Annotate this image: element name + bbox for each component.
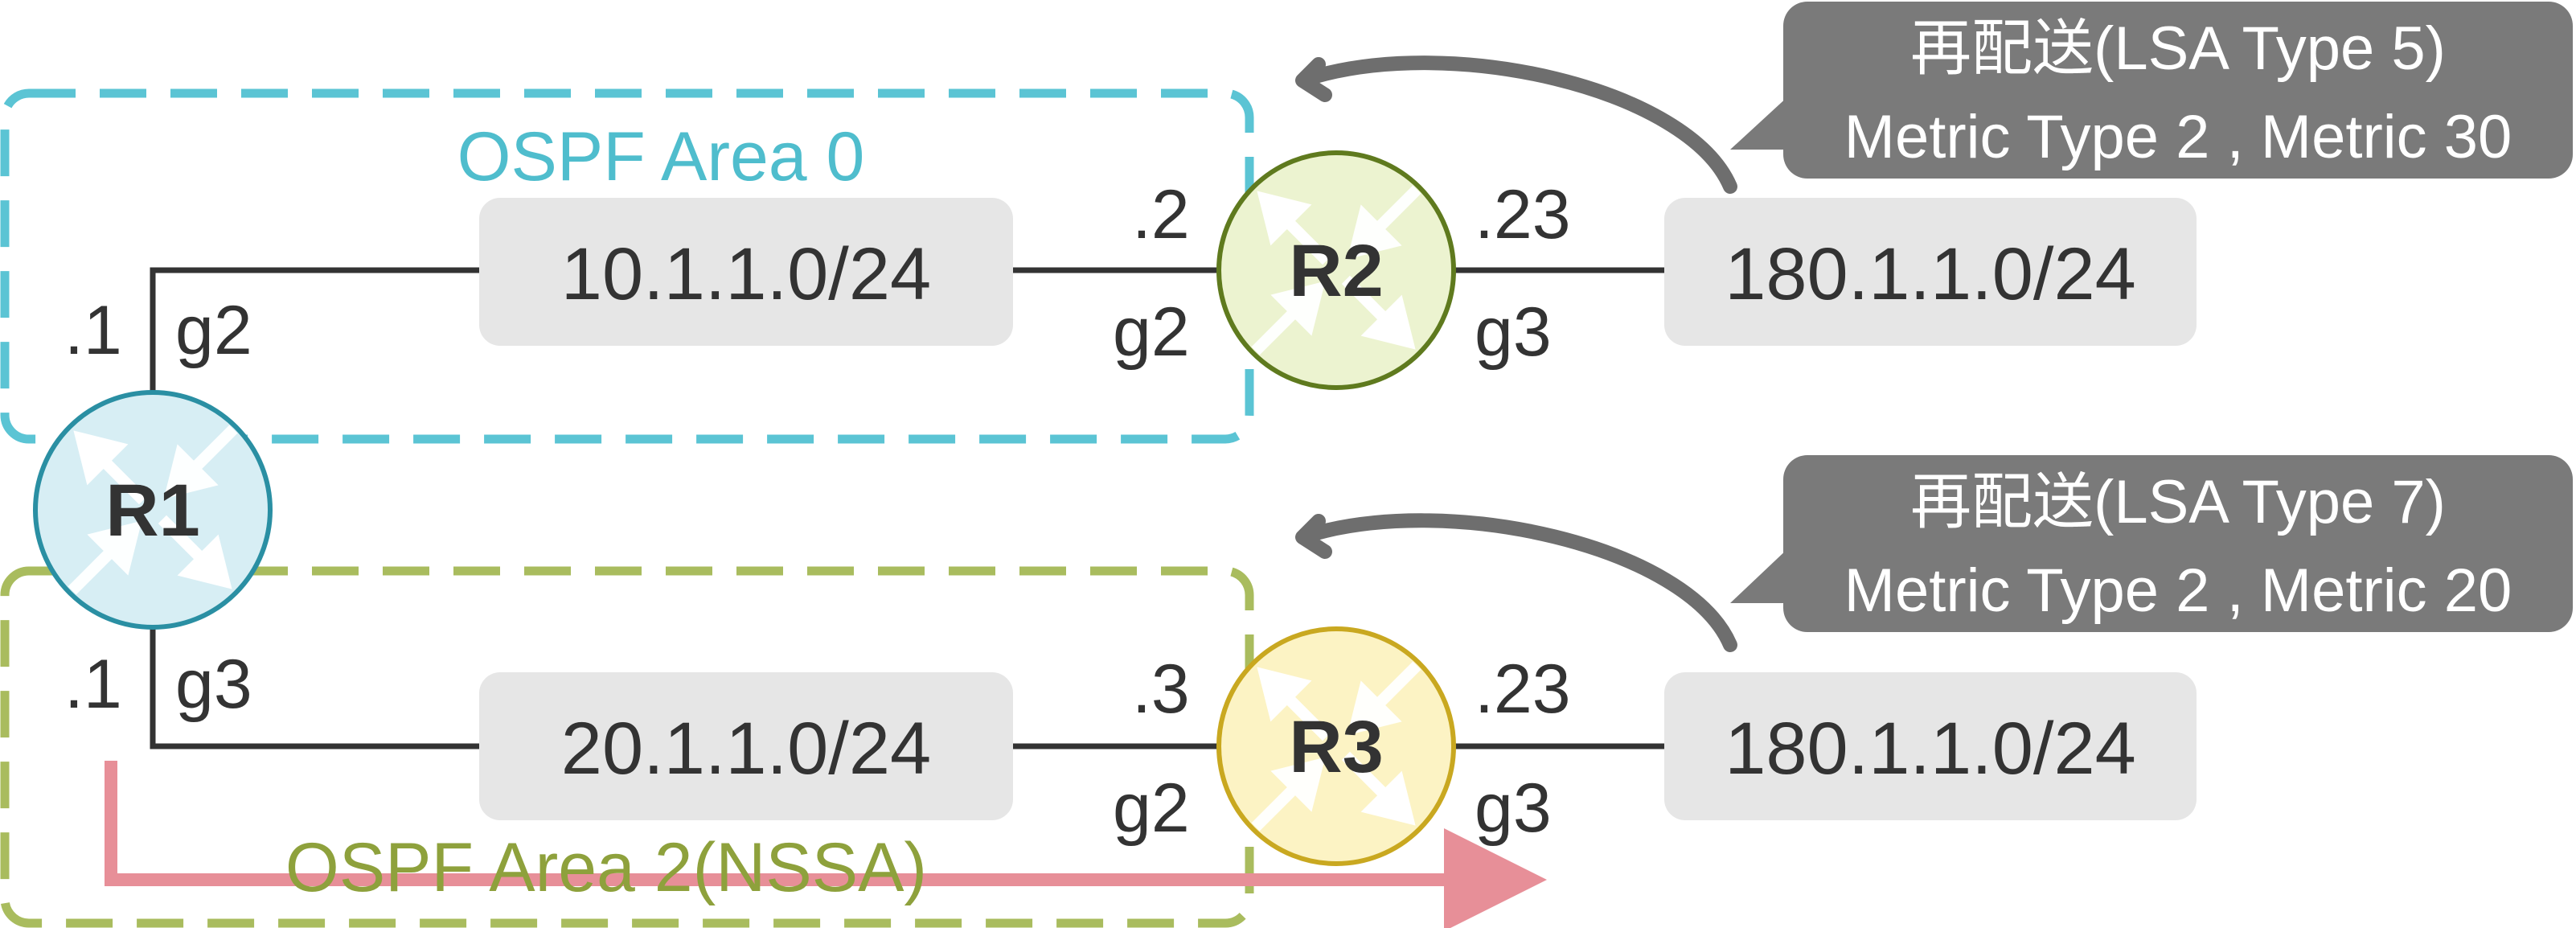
redistribute-arrow-r2 xyxy=(1295,55,1737,194)
network-10: 10.1.1.0/24 xyxy=(479,198,1013,346)
nssa-flow-arrow xyxy=(105,761,1547,928)
redistribute-arrow-r3 xyxy=(1295,513,1737,652)
r2-in-address: .2 xyxy=(1132,176,1190,253)
external-network-r3: 180.1.1.0/24 xyxy=(1664,672,2197,820)
area2-label: OSPF Area 2(NSSA) xyxy=(285,829,927,906)
callout-r2-line2: Metric Type 2 , Metric 30 xyxy=(1844,103,2512,171)
r1-area0-address: .1 xyxy=(64,292,122,369)
r1-area2-address: .1 xyxy=(64,646,122,723)
router-r3-label: R3 xyxy=(1289,706,1384,788)
network-20-label: 20.1.1.0/24 xyxy=(561,708,931,790)
router-r2: R2 xyxy=(1216,150,1456,390)
router-r2-label: R2 xyxy=(1289,230,1384,312)
r1-area2-interface: g3 xyxy=(175,646,252,723)
link-r1-net10 xyxy=(150,267,482,394)
external-network-r3-label: 180.1.1.0/24 xyxy=(1725,708,2136,790)
r2-out-interface: g3 xyxy=(1475,294,1552,371)
r3-in-interface: g2 xyxy=(1113,770,1190,847)
network-20: 20.1.1.0/24 xyxy=(479,672,1013,820)
r3-out-address: .23 xyxy=(1475,651,1571,728)
link-r1-net20 xyxy=(150,627,482,749)
r2-out-address: .23 xyxy=(1475,176,1571,253)
callout-r3-line1: 再配送(LSA Type 7) xyxy=(1910,468,2446,536)
network-10-label: 10.1.1.0/24 xyxy=(561,233,931,315)
callout-r3-line2: Metric Type 2 , Metric 20 xyxy=(1844,556,2512,625)
callout-r2-line1: 再配送(LSA Type 5) xyxy=(1910,14,2446,83)
r3-in-address: .3 xyxy=(1132,651,1190,728)
router-r1-label: R1 xyxy=(105,470,200,552)
area0-label: OSPF Area 0 xyxy=(457,118,865,195)
router-r1: R1 xyxy=(33,390,273,630)
router-r3: R3 xyxy=(1216,626,1456,866)
r3-out-interface: g3 xyxy=(1475,770,1552,847)
callout-r3: 再配送(LSA Type 7) Metric Type 2 , Metric 2… xyxy=(1730,455,2573,632)
r1-area0-interface: g2 xyxy=(175,292,252,369)
r2-in-interface: g2 xyxy=(1113,294,1190,371)
callout-r2: 再配送(LSA Type 5) Metric Type 2 , Metric 3… xyxy=(1730,2,2573,179)
external-network-r2-label: 180.1.1.0/24 xyxy=(1725,233,2136,315)
external-network-r2: 180.1.1.0/24 xyxy=(1664,198,2197,346)
